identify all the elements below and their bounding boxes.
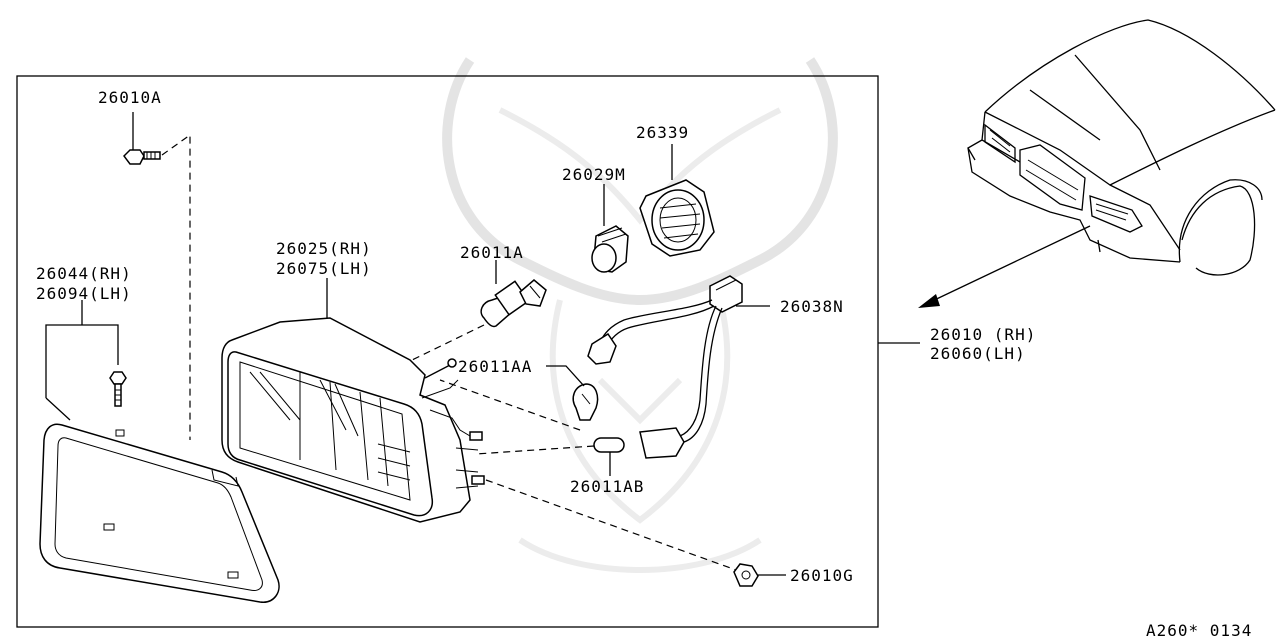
watermark-emblem-icon (442, 57, 838, 573)
label-26011aa: 26011AA (458, 357, 532, 376)
socket-26029m-icon (591, 225, 629, 273)
diagram-code: A260* 0134 (1146, 621, 1252, 639)
bulb-26011ab-icon (593, 437, 625, 453)
bulb-26011a-icon (480, 279, 547, 328)
pointer-arrow-icon (918, 225, 1091, 308)
bezel-leader-line (45, 324, 119, 398)
label-26038n: 26038N (780, 297, 844, 316)
label-26011ab: 26011AB (570, 477, 644, 496)
nut-26010g-icon (733, 563, 759, 587)
label-26025-rh: 26025(RH) (276, 239, 372, 258)
bezel-screw-icon (109, 371, 127, 407)
label-26075-lh: 26075(LH) (276, 259, 372, 278)
label-26010g: 26010G (790, 566, 854, 585)
screw-dash-line (161, 133, 191, 440)
nut-dash-line (485, 479, 737, 571)
car-front-icon (967, 19, 1276, 276)
cap-26339-icon (639, 179, 715, 257)
bulb-26011aa-leader (546, 365, 585, 387)
bulb-26011aa-dash (439, 379, 581, 431)
bulb-26011aa-icon (572, 383, 599, 421)
label-26029m: 26029M (562, 165, 626, 184)
label-26339: 26339 (636, 123, 689, 142)
label-26011a: 26011A (460, 243, 524, 262)
label-26060-lh: 26060(LH) (930, 344, 1026, 363)
bezel-26044-icon (39, 423, 280, 603)
label-26044-rh: 26044(RH) (36, 264, 132, 283)
harness-26038n-icon (587, 275, 743, 459)
bulb-dash-line (411, 324, 485, 361)
diagram-frame (16, 75, 879, 628)
label-26010-rh: 26010 (RH) (930, 325, 1036, 344)
label-26094-lh: 26094(LH) (36, 284, 132, 303)
headlamp-housing-icon (221, 317, 485, 523)
bulb-26011ab-dash (475, 445, 595, 455)
screw-26010a-icon (123, 112, 161, 165)
label-26010a: 26010A (98, 88, 162, 107)
